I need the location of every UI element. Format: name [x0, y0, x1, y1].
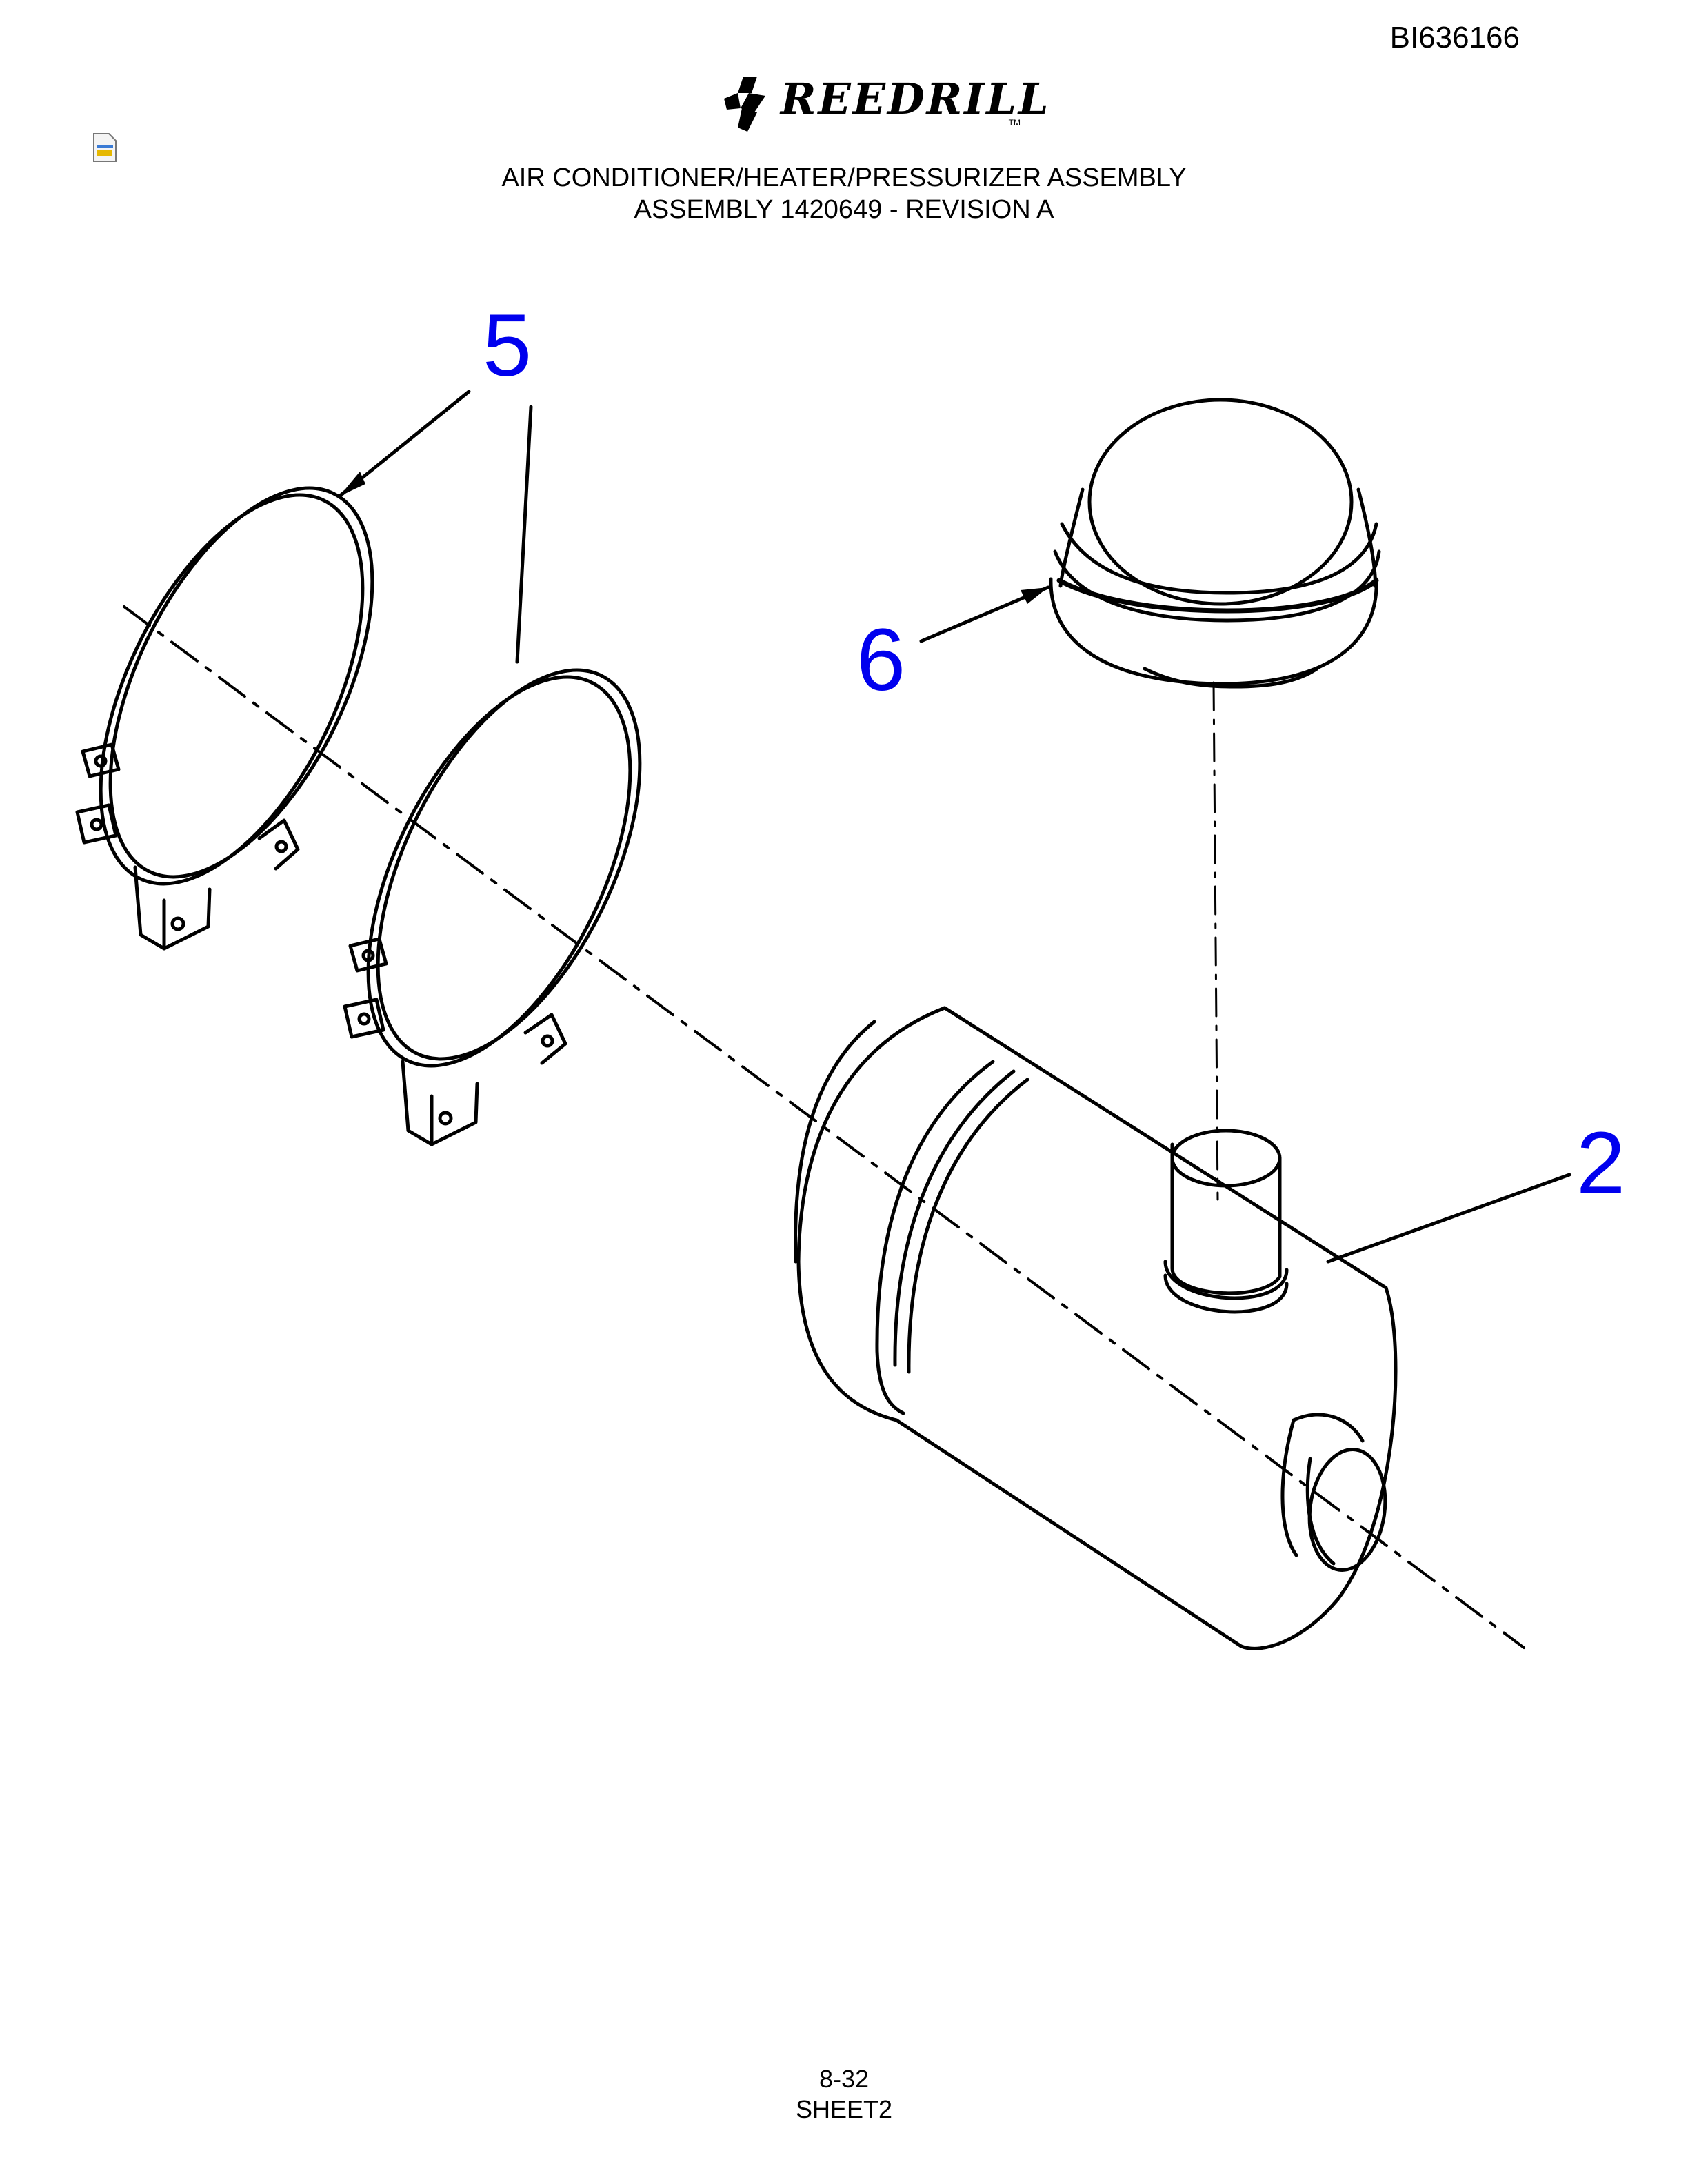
document-id: BI636166: [1389, 21, 1520, 54]
page-number: 8-32: [818, 2065, 870, 2093]
sheet-label: SHEET2: [795, 2095, 893, 2123]
clamp-band-1: [75, 486, 374, 951]
centerline-vertical: [1212, 681, 1219, 1201]
document-icon[interactable]: [91, 132, 119, 163]
callout-6: 6: [856, 611, 906, 709]
callout-2: 2: [1576, 1114, 1626, 1213]
logo-trademark: TM: [1008, 118, 1021, 128]
clamp-band-2: [343, 668, 642, 1146]
drill-bit-icon: [724, 77, 765, 132]
leader-5b: [515, 405, 533, 664]
callout-5: 5: [483, 296, 532, 395]
title-block: AIR CONDITIONER/HEATER/PRESSURIZER ASSEM…: [0, 162, 1688, 225]
air-cleaner-housing: [794, 1006, 1398, 1650]
footer: 8-32 SHEET2: [0, 2064, 1688, 2125]
logo-wordmark: REEDRILL: [781, 74, 1051, 124]
reedrill-logo: REEDRILL TM: [717, 72, 1049, 136]
precleaner-cap: [1049, 398, 1381, 689]
assembly-title: AIR CONDITIONER/HEATER/PRESSURIZER ASSEM…: [501, 163, 1187, 192]
assembly-number: ASSEMBLY 1420649 - REVISION A: [634, 195, 1054, 224]
leader-2: [1326, 1173, 1571, 1264]
